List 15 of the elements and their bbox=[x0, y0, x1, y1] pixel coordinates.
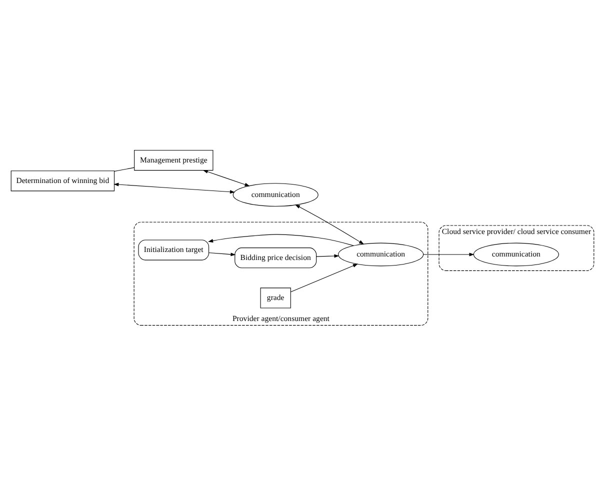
arrow bbox=[316, 254, 340, 258]
node-ellipse: communication bbox=[473, 242, 559, 266]
arrow bbox=[202, 170, 250, 186]
node-box: Management prestige bbox=[134, 149, 214, 170]
arrow bbox=[423, 252, 474, 256]
arrow bbox=[290, 263, 358, 292]
arrow bbox=[208, 234, 354, 246]
connector bbox=[114, 166, 135, 172]
arrow bbox=[208, 252, 236, 256]
node-box: grade bbox=[260, 287, 291, 308]
arrow bbox=[295, 204, 364, 244]
node-box: Initialization target bbox=[138, 239, 210, 260]
node-box: Determination of winning bid bbox=[10, 170, 115, 191]
arrow bbox=[114, 182, 235, 194]
node-box: Bidding price decision bbox=[234, 247, 317, 268]
